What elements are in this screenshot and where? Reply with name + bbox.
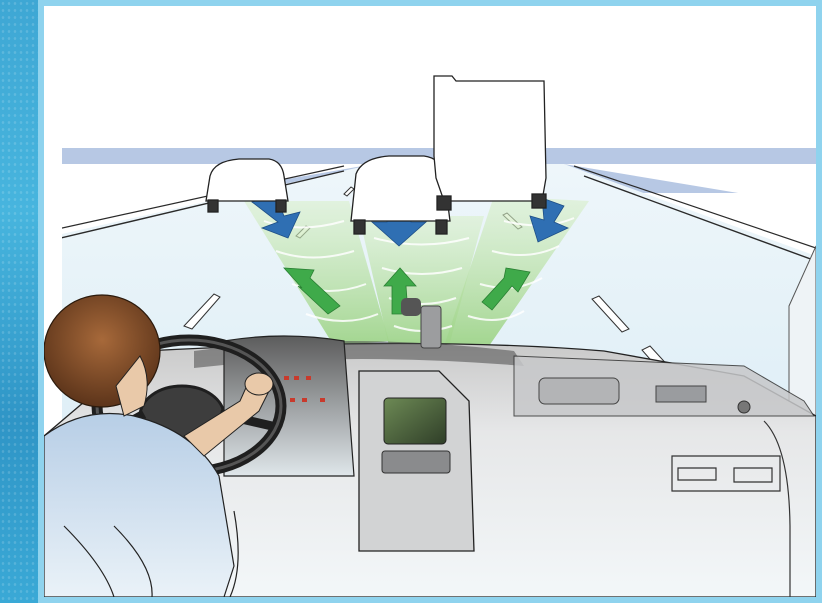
dash-display-slot [656, 386, 706, 402]
dash-vent [539, 378, 619, 404]
scene-drawing [44, 6, 816, 597]
truck-icon [434, 76, 546, 210]
driver-hand [245, 373, 273, 395]
navigation-screen [384, 398, 446, 444]
console-controls [382, 451, 450, 473]
illustration-scene [44, 6, 816, 597]
radar-sensor [421, 306, 441, 348]
rearview-mirror [401, 298, 421, 316]
dash-knob [738, 401, 750, 413]
left-decorative-strip [0, 0, 38, 603]
image-frame [38, 0, 822, 603]
sky [44, 6, 816, 151]
